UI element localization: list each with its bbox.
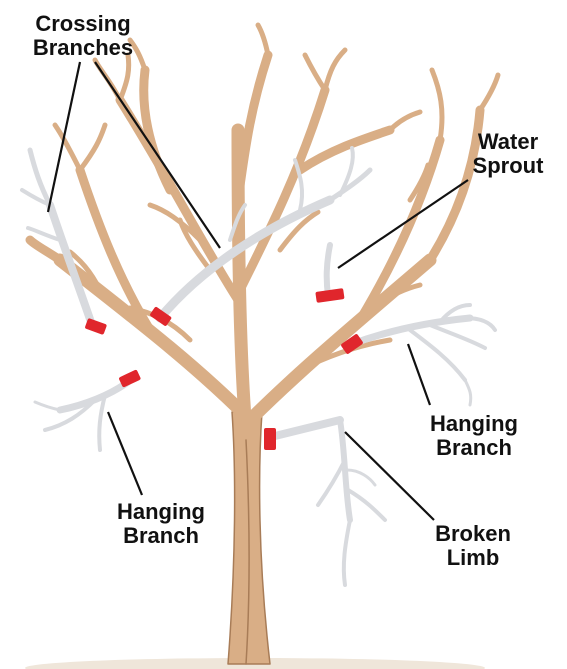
- label-hanging-branch-right: Hanging Branch: [414, 412, 534, 460]
- water-sprout: [327, 245, 330, 296]
- leader-hanging-left: [108, 412, 142, 495]
- label-hanging-left-line1: Hanging: [96, 500, 226, 524]
- label-hanging-right-line1: Hanging: [414, 412, 534, 436]
- label-crossing-line2: Branches: [18, 36, 148, 60]
- label-crossing-line1: Crossing: [18, 12, 148, 36]
- label-hanging-branch-left: Hanging Branch: [96, 500, 226, 548]
- label-water-sprout: Water Sprout: [458, 130, 558, 178]
- label-crossing-branches: Crossing Branches: [18, 12, 148, 60]
- leader-crossing-left: [48, 62, 80, 212]
- broken-limb: [275, 420, 385, 585]
- label-water-line1: Water: [458, 130, 558, 154]
- cut-mark-broken-limb: [264, 428, 276, 450]
- hanging-branch-left: [35, 382, 128, 450]
- leader-hanging-right: [408, 344, 430, 405]
- leader-crossing-middle: [95, 62, 220, 248]
- label-broken-limb: Broken Limb: [418, 522, 528, 570]
- label-broken-line2: Limb: [418, 546, 528, 570]
- cut-mark-water-sprout: [315, 288, 344, 303]
- label-water-line2: Sprout: [458, 154, 558, 178]
- label-broken-line1: Broken: [418, 522, 528, 546]
- label-hanging-right-line2: Branch: [414, 436, 534, 460]
- label-hanging-left-line2: Branch: [96, 524, 226, 548]
- cut-mark-crossing-left: [85, 318, 108, 335]
